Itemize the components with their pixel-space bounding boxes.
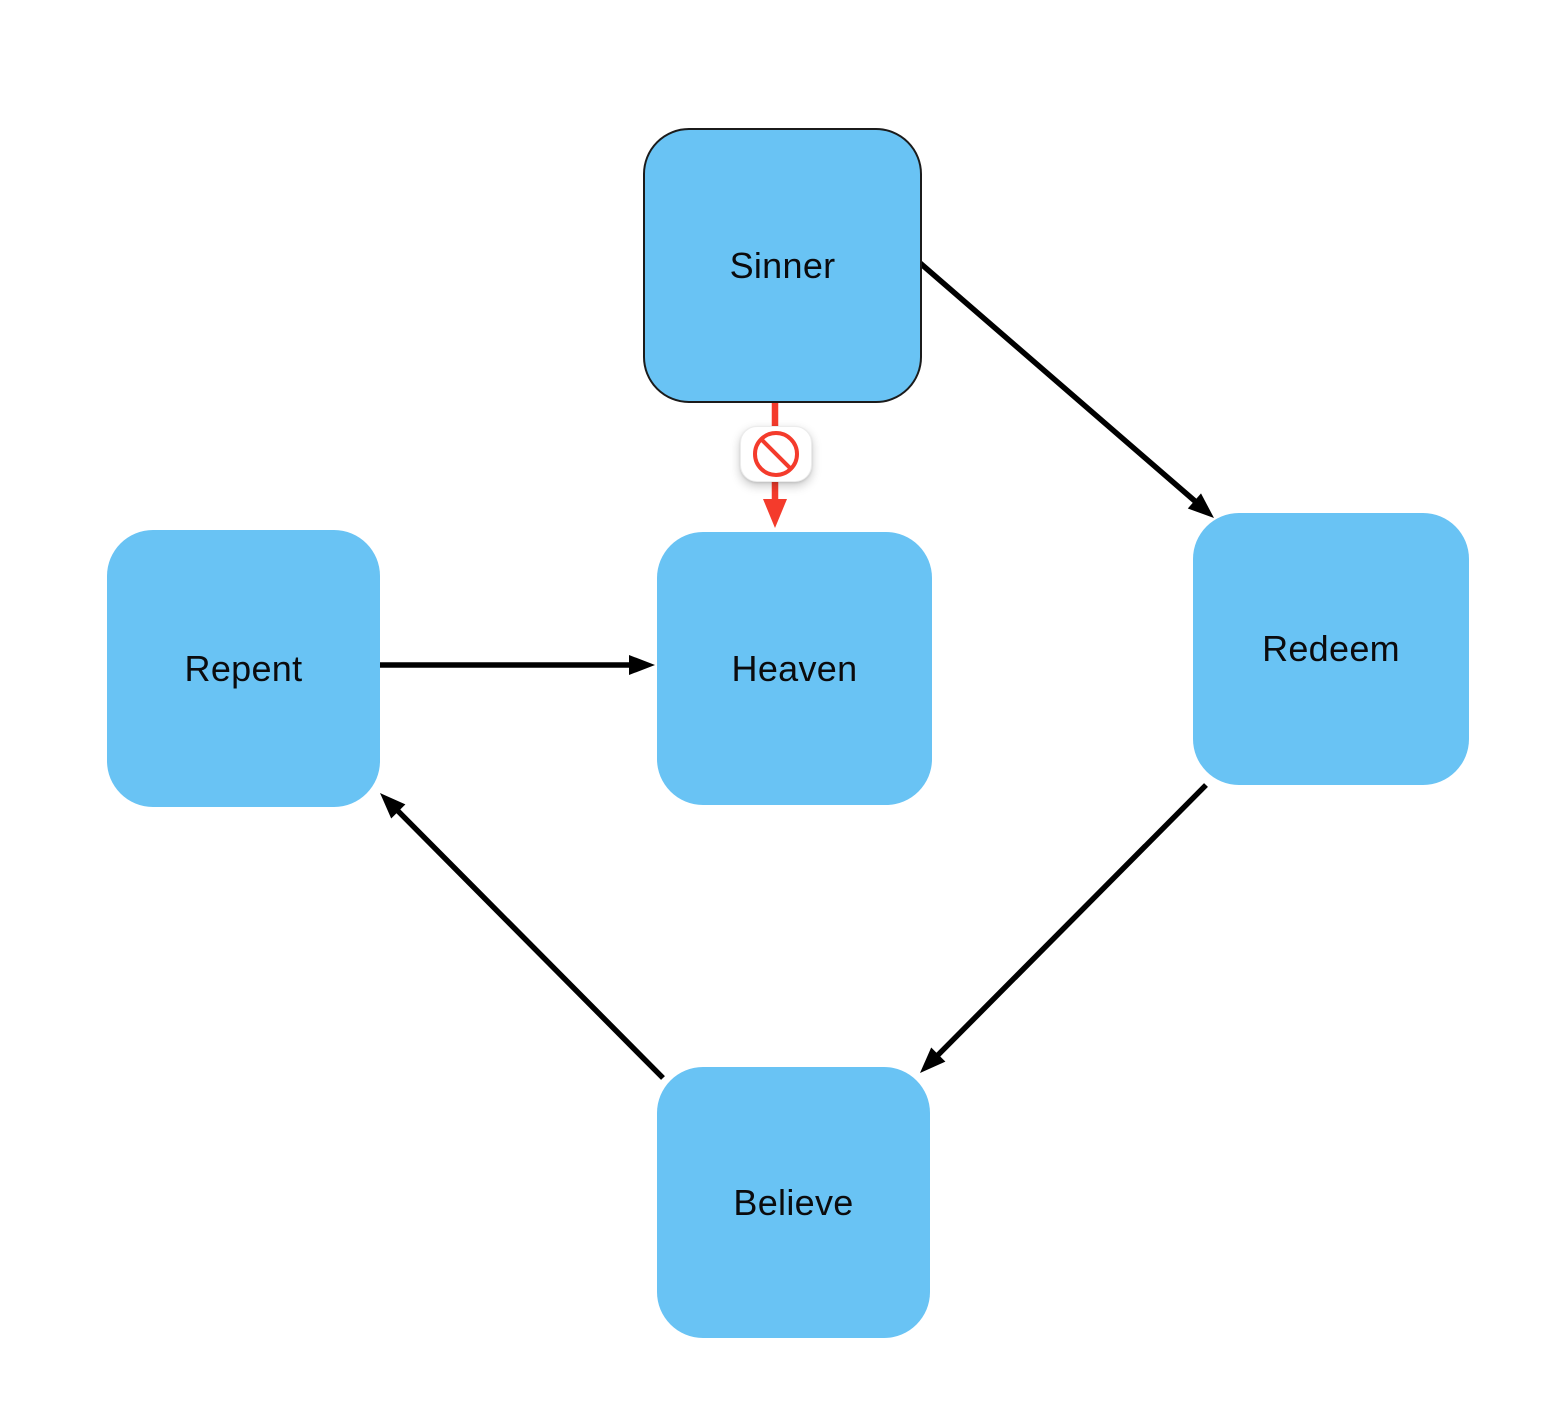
edge-line: [935, 783, 1208, 1058]
node-sinner[interactable]: Sinner: [643, 128, 922, 403]
edge-believe-repent[interactable]: [380, 793, 665, 1080]
node-heaven[interactable]: Heaven: [657, 532, 932, 805]
edge-arrowhead: [1187, 493, 1214, 518]
edge-redeem-believe[interactable]: [920, 783, 1208, 1073]
node-redeem-label: Redeem: [1262, 628, 1400, 669]
edge-repent-heaven[interactable]: [380, 655, 655, 675]
node-repent-label: Repent: [184, 647, 303, 689]
node-believe[interactable]: Believe: [657, 1067, 930, 1338]
node-believe-label: Believe: [733, 1181, 854, 1223]
edge-line: [918, 260, 1198, 505]
edge-line: [395, 808, 665, 1080]
edge-arrowhead: [920, 1047, 946, 1073]
edge-arrowhead: [380, 793, 406, 819]
no-entry-badge: [740, 426, 812, 482]
node-heaven-label: Heaven: [731, 647, 858, 689]
no-entry-icon: [753, 431, 799, 477]
node-redeem[interactable]: Redeem: [1193, 513, 1469, 785]
edge-arrowhead: [629, 655, 655, 675]
edge-sinner-redeem[interactable]: [918, 260, 1214, 518]
edge-arrowhead: [763, 499, 787, 528]
node-repent[interactable]: Repent: [107, 530, 380, 807]
node-sinner-label: Sinner: [729, 244, 836, 286]
